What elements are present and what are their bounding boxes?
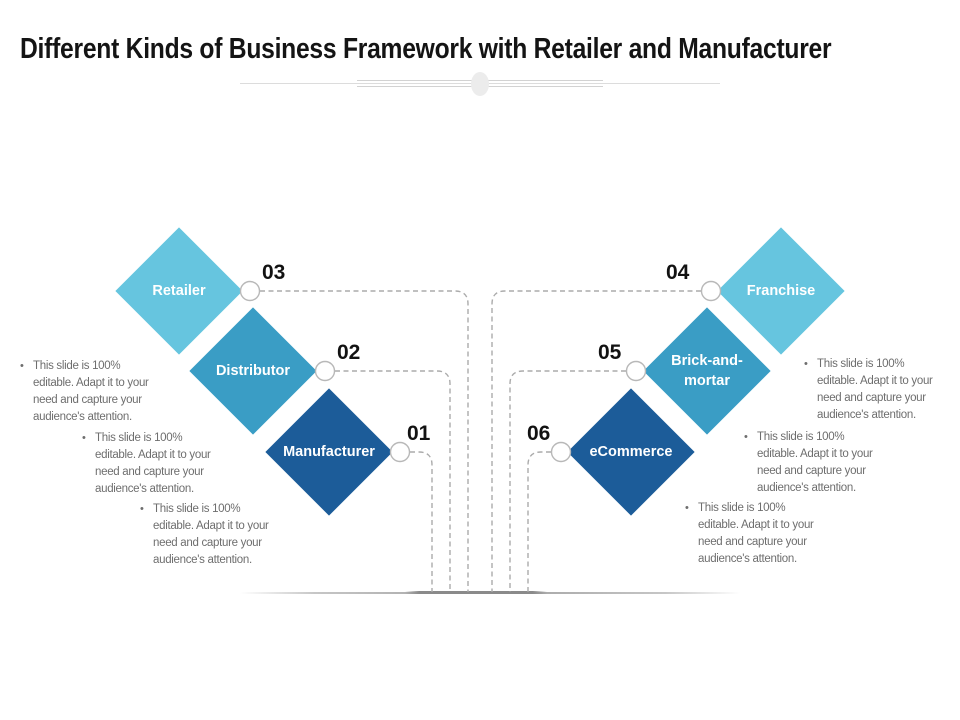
- bullet-marker: •: [20, 360, 24, 372]
- connector-node-circle-03: [239, 280, 261, 302]
- divider-ellipse: [471, 72, 489, 96]
- step-number-05: 05: [598, 341, 622, 364]
- slide-title: Different Kinds of Business Framework wi…: [20, 33, 832, 65]
- connector-path-01: [410, 451, 433, 592]
- bullet-text: This slide is 100% editable. Adapt it to…: [817, 358, 933, 421]
- step-number-06: 06: [527, 422, 551, 445]
- diamond-label: Franchise: [746, 283, 816, 299]
- bullet-marker: •: [140, 503, 144, 515]
- connector-node-circle-02: [314, 360, 336, 382]
- bullet-marker: •: [82, 432, 86, 444]
- step-number-01: 01: [407, 422, 431, 445]
- diamond-label: Retailer: [152, 283, 206, 299]
- bullet-text: This slide is 100% editable. Adapt it to…: [698, 502, 814, 565]
- bullet-marker: •: [685, 502, 689, 514]
- bullet-marker: •: [744, 431, 748, 443]
- bullet-block-right-1: • This slide is 100% editable. Adapt it …: [804, 356, 960, 424]
- step-number-04: 04: [666, 261, 690, 284]
- bullet-block-left-1: • This slide is 100% editable. Adapt it …: [20, 358, 203, 426]
- diamond-label: Brick-and-mortar: [671, 353, 743, 389]
- bullet-text: This slide is 100% editable. Adapt it to…: [95, 432, 211, 495]
- bullet-marker: •: [804, 358, 808, 370]
- bullet-block-right-3: • This slide is 100% editable. Adapt it …: [685, 500, 868, 568]
- bottom-base-line-center: [405, 591, 547, 594]
- step-number-02: 02: [337, 341, 361, 364]
- bullet-block-right-2: • This slide is 100% editable. Adapt it …: [744, 429, 927, 497]
- bullet-block-left-2: • This slide is 100% editable. Adapt it …: [82, 430, 265, 498]
- bullet-text: This slide is 100% editable. Adapt it to…: [33, 360, 149, 423]
- bullet-text: This slide is 100% editable. Adapt it to…: [153, 503, 269, 566]
- bullet-text: This slide is 100% editable. Adapt it to…: [757, 431, 873, 494]
- diamond-label: Distributor: [215, 363, 291, 379]
- connector-path-06: [527, 451, 551, 592]
- bullet-block-left-3: • This slide is 100% editable. Adapt it …: [140, 501, 323, 569]
- step-number-03: 03: [262, 261, 286, 284]
- diamond-label: eCommerce: [589, 444, 673, 460]
- diamond-label: Manufacturer: [283, 444, 375, 460]
- connector-node-circle-01: [389, 441, 411, 463]
